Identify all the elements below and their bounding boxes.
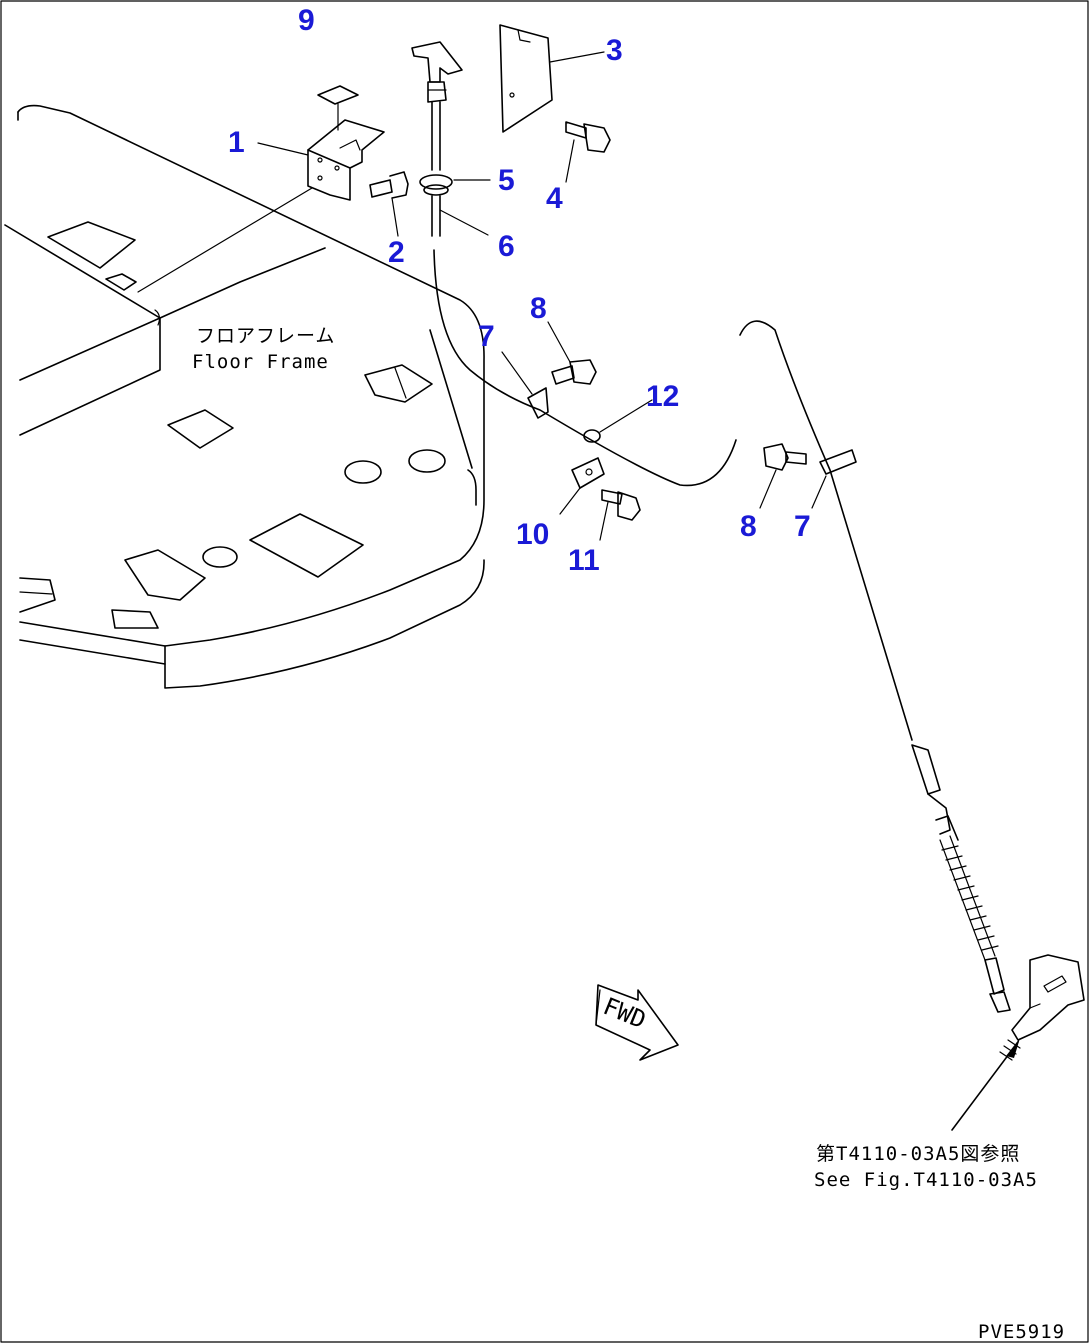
callout-7-a: 7 xyxy=(478,320,495,353)
callout-6: 6 xyxy=(498,230,515,263)
leader-1-mount xyxy=(137,187,313,293)
label-see-fig-en: See Fig.T4110-03A5 xyxy=(814,1169,1038,1191)
leader-8a xyxy=(547,321,571,363)
callout-8-a: 8 xyxy=(530,292,547,325)
lower-cable xyxy=(739,320,1011,1013)
floor-frame xyxy=(4,104,485,689)
callout-2: 2 xyxy=(388,236,405,269)
fwd-arrow xyxy=(595,984,679,1061)
label-see-fig-jp: 第T4110-03A5図参照 xyxy=(816,1143,1020,1165)
drawing-code: PVE5919 xyxy=(978,1321,1065,1343)
lever-bracket xyxy=(1011,954,1085,1041)
part-1-bracket xyxy=(307,119,385,201)
part-4-screw xyxy=(565,121,611,153)
label-floor-frame-jp: フロアフレーム xyxy=(196,325,335,347)
arrow-head xyxy=(1006,1038,1020,1058)
leader-3 xyxy=(549,51,605,63)
callout-1: 1 xyxy=(228,126,245,159)
callout-3: 3 xyxy=(606,34,623,67)
leader-7b xyxy=(811,475,827,509)
arrow-hatch xyxy=(999,1039,1021,1061)
callout-5: 5 xyxy=(498,164,515,197)
part-11-bolt xyxy=(601,489,641,521)
part-9-plate xyxy=(317,85,359,105)
leader-4 xyxy=(565,139,575,183)
part-3-cover xyxy=(499,24,553,133)
part-8-bolt-b xyxy=(763,443,807,471)
callout-8-b: 8 xyxy=(740,510,757,543)
callout-10: 10 xyxy=(516,518,549,551)
control-knob-cable xyxy=(411,41,737,487)
leader-1 xyxy=(257,142,309,156)
part-7-clamp-b xyxy=(819,449,857,475)
leader-10 xyxy=(559,487,581,515)
leader-11 xyxy=(599,501,609,541)
callout-11: 11 xyxy=(568,544,600,577)
label-fwd: FWD xyxy=(599,992,650,1034)
callout-7-b: 7 xyxy=(794,510,811,543)
callout-9: 9 xyxy=(298,4,315,37)
leader-2 xyxy=(391,197,399,237)
part-10-plate xyxy=(571,457,605,489)
leader-12 xyxy=(599,399,653,433)
callout-12: 12 xyxy=(646,380,679,413)
part-7-clamp-a xyxy=(527,387,549,419)
callout-4: 4 xyxy=(546,182,563,215)
leader-6 xyxy=(439,209,489,236)
leader-8b xyxy=(759,469,777,509)
part-12-grommet xyxy=(583,429,601,443)
label-floor-frame-en: Floor Frame xyxy=(192,351,329,373)
leader-7a xyxy=(501,351,533,395)
part-2-bolt xyxy=(369,171,409,199)
part-8-bolt-a xyxy=(551,359,597,385)
